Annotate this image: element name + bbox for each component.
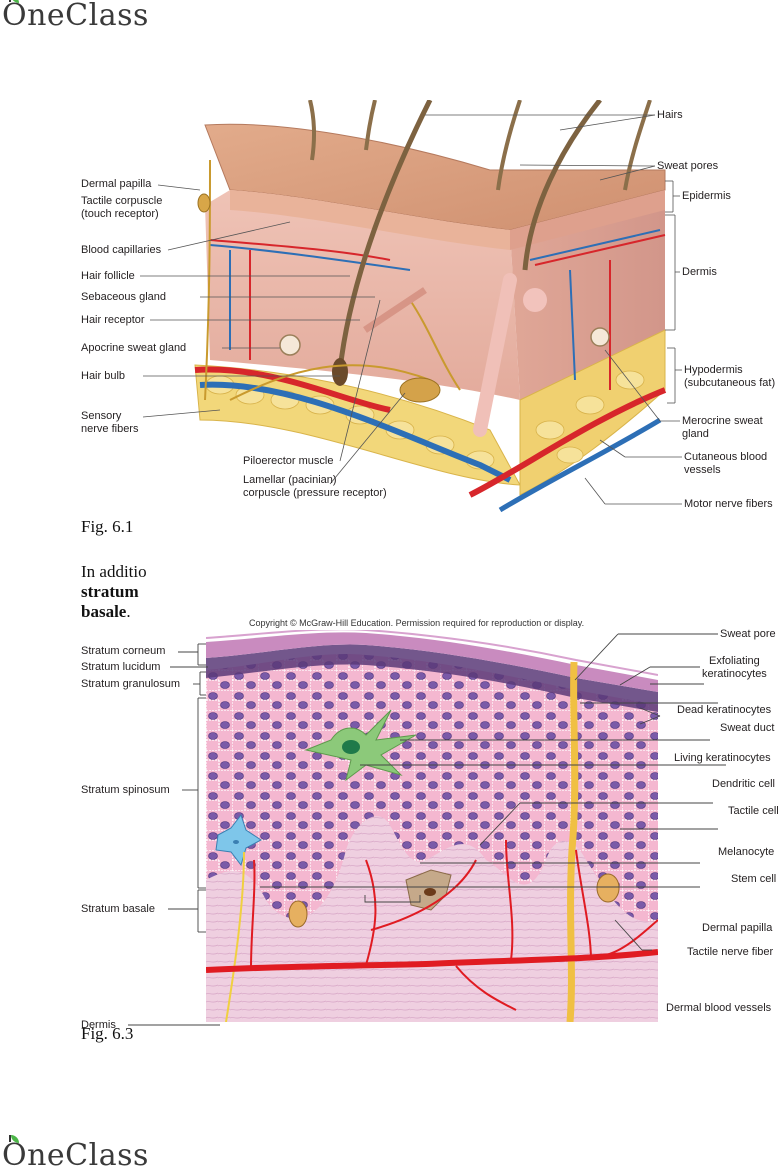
paragraph-bold-term-1: stratum <box>81 582 139 601</box>
logo-o: O <box>2 1135 27 1173</box>
fig-6-1-caption: Fig. 6.1 <box>81 517 134 536</box>
label-hair-follicle: Hair follicle <box>81 270 135 282</box>
label-exfoliating: Exfoliating <box>709 655 760 667</box>
label-stratum-spinosum: Stratum spinosum <box>81 784 170 796</box>
label-piloerector-muscle: Piloerector muscle <box>243 455 334 467</box>
label-stratum-basale: Stratum basale <box>81 903 155 915</box>
skin-structure-illustration <box>194 100 667 513</box>
label-keratinocytes: keratinocytes <box>702 668 767 680</box>
label-stratum-granulosum: Stratum granulosum <box>81 678 181 690</box>
paragraph-line-1: In additio <box>81 562 147 581</box>
epidermis-layers-illustration <box>206 630 658 1022</box>
body-paragraph: In additio stratum basale. <box>81 562 147 621</box>
fig-6-1-leader-lines <box>140 114 682 505</box>
copyright-notice: Copyright © McGraw-Hill Education. Permi… <box>249 618 585 628</box>
label-sweat-pores: Sweat pores <box>657 160 719 172</box>
label-living-keratinocytes: Living keratinocytes <box>674 752 771 764</box>
apple-leaf-icon <box>11 0 19 3</box>
label-nerve-fibers: nerve fibers <box>81 423 139 435</box>
label-vessels: vessels <box>684 464 721 476</box>
label-melanocyte: Melanocyte <box>718 846 775 858</box>
label-stratum-corneum: Stratum corneum <box>81 645 166 657</box>
label-touch-receptor: (touch receptor) <box>81 208 159 220</box>
label-stem-cell: Stem cell <box>731 873 777 885</box>
label-hypodermis: Hypodermis <box>684 364 743 376</box>
label-epidermis: Epidermis <box>682 190 731 202</box>
label-cutaneous-blood: Cutaneous blood <box>684 451 768 463</box>
label-sweat-duct: Sweat duct <box>720 722 775 734</box>
label-tactile-cell: Tactile cell <box>728 805 779 817</box>
label-tactile-corpuscle: Tactile corpuscle <box>81 195 163 207</box>
label-hair-receptor: Hair receptor <box>81 314 145 326</box>
logo-o: O <box>2 0 27 33</box>
label-motor-nerve-fibers: Motor nerve fibers <box>684 498 773 510</box>
label-dead-keratinocytes: Dead keratinocytes <box>677 704 772 716</box>
label-dermis: Dermis <box>682 266 717 278</box>
label-sensory: Sensory <box>81 410 122 422</box>
label-apocrine-sweat-gland: Apocrine sweat gland <box>81 342 187 354</box>
label-dermal-papilla: Dermal papilla <box>81 178 152 190</box>
label-blood-capillaries: Blood capillaries <box>81 244 162 256</box>
paragraph-bold-term-2: basale <box>81 602 127 621</box>
label-dermal-blood-vessels: Dermal blood vessels <box>666 1002 772 1014</box>
label-hairs: Hairs <box>657 109 683 121</box>
label-dendritic-cell: Dendritic cell <box>712 778 775 790</box>
label-merocrine-sweat: Merocrine sweat <box>682 415 763 427</box>
label-pressure-receptor: corpuscle (pressure receptor) <box>243 487 387 499</box>
label-dermal-papilla-6-3: Dermal papilla <box>702 922 773 934</box>
label-subcutaneous-fat: (subcutaneous fat) <box>684 377 776 389</box>
label-tactile-nerve-fiber: Tactile nerve fiber <box>687 946 774 958</box>
apple-leaf-icon <box>11 1135 19 1143</box>
label-hair-bulb: Hair bulb <box>81 370 126 382</box>
label-sweat-pore: Sweat pore <box>720 628 776 640</box>
label-gland: gland <box>682 428 709 440</box>
fig-6-3-leader-lines <box>128 633 726 1026</box>
fig-6-3-caption: Fig. 6.3 <box>81 1024 134 1043</box>
label-sebaceous-gland: Sebaceous gland <box>81 291 167 303</box>
label-dermis-6-3: Dermis <box>81 1019 116 1031</box>
label-stratum-lucidum: Stratum lucidum <box>81 661 161 673</box>
label-lamellar-pacinian: Lamellar (pacinian) <box>243 474 337 486</box>
